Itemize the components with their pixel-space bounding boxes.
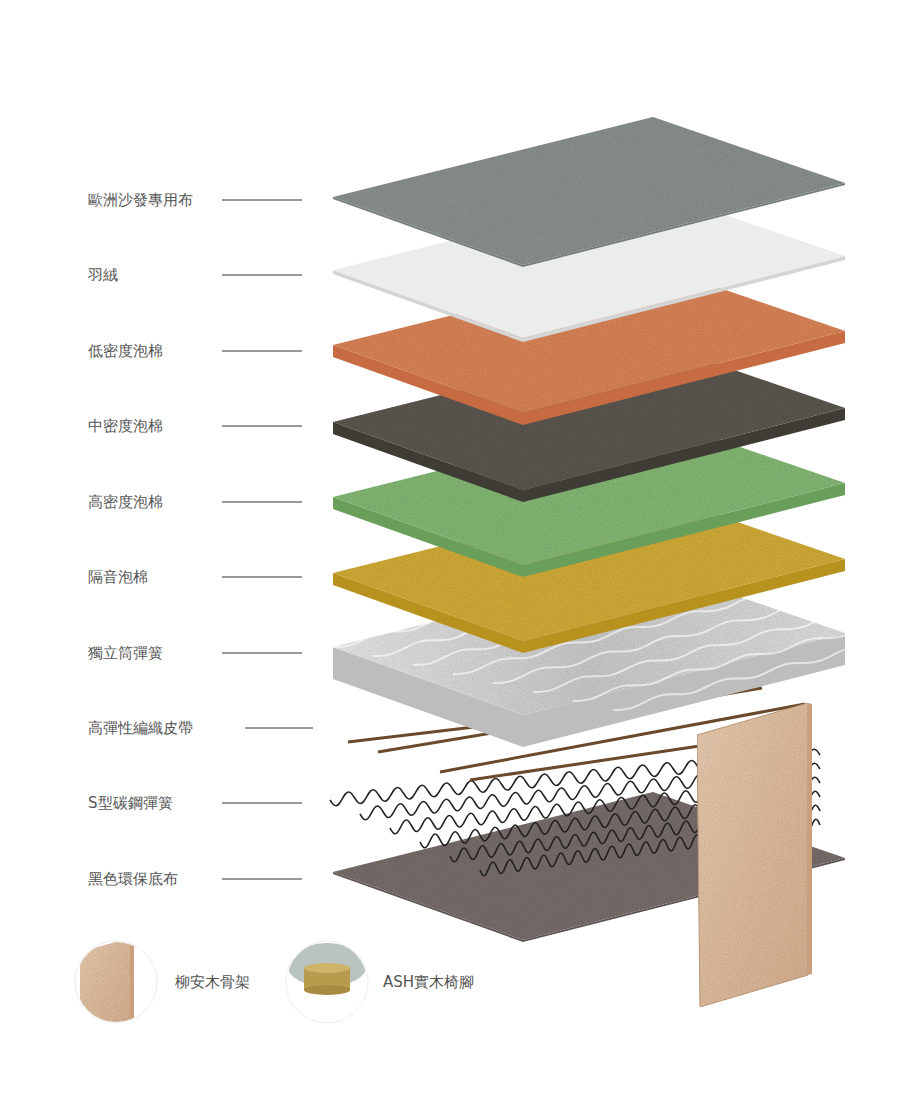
legend-text: ASH實木椅腳 — [383, 973, 474, 991]
layer-label: 歐洲沙發專用布 — [88, 191, 193, 209]
legend-text: 柳安木骨架 — [175, 973, 250, 991]
legend-swatch-plywood — [75, 938, 157, 1030]
layer-label: 隔音泡棉 — [88, 568, 148, 586]
layer-label: S型碳鋼彈簧 — [88, 794, 173, 812]
layer-label: 羽絨 — [88, 266, 118, 284]
layer-label: 高彈性編織皮帶 — [88, 719, 193, 737]
legend-swatch-chair-leg — [286, 941, 368, 1023]
wood-frame-board — [697, 703, 812, 1007]
layer-label: 獨立筒彈簧 — [88, 644, 163, 662]
layer-label: 低密度泡棉 — [88, 342, 163, 360]
layer-label: 高密度泡棉 — [88, 493, 163, 511]
leader-lines — [222, 200, 313, 879]
layer-slab — [333, 117, 845, 267]
layer-label: 黑色環保底布 — [88, 870, 178, 888]
layer-label: 中密度泡棉 — [88, 417, 163, 435]
layer-stack — [330, 117, 900, 942]
